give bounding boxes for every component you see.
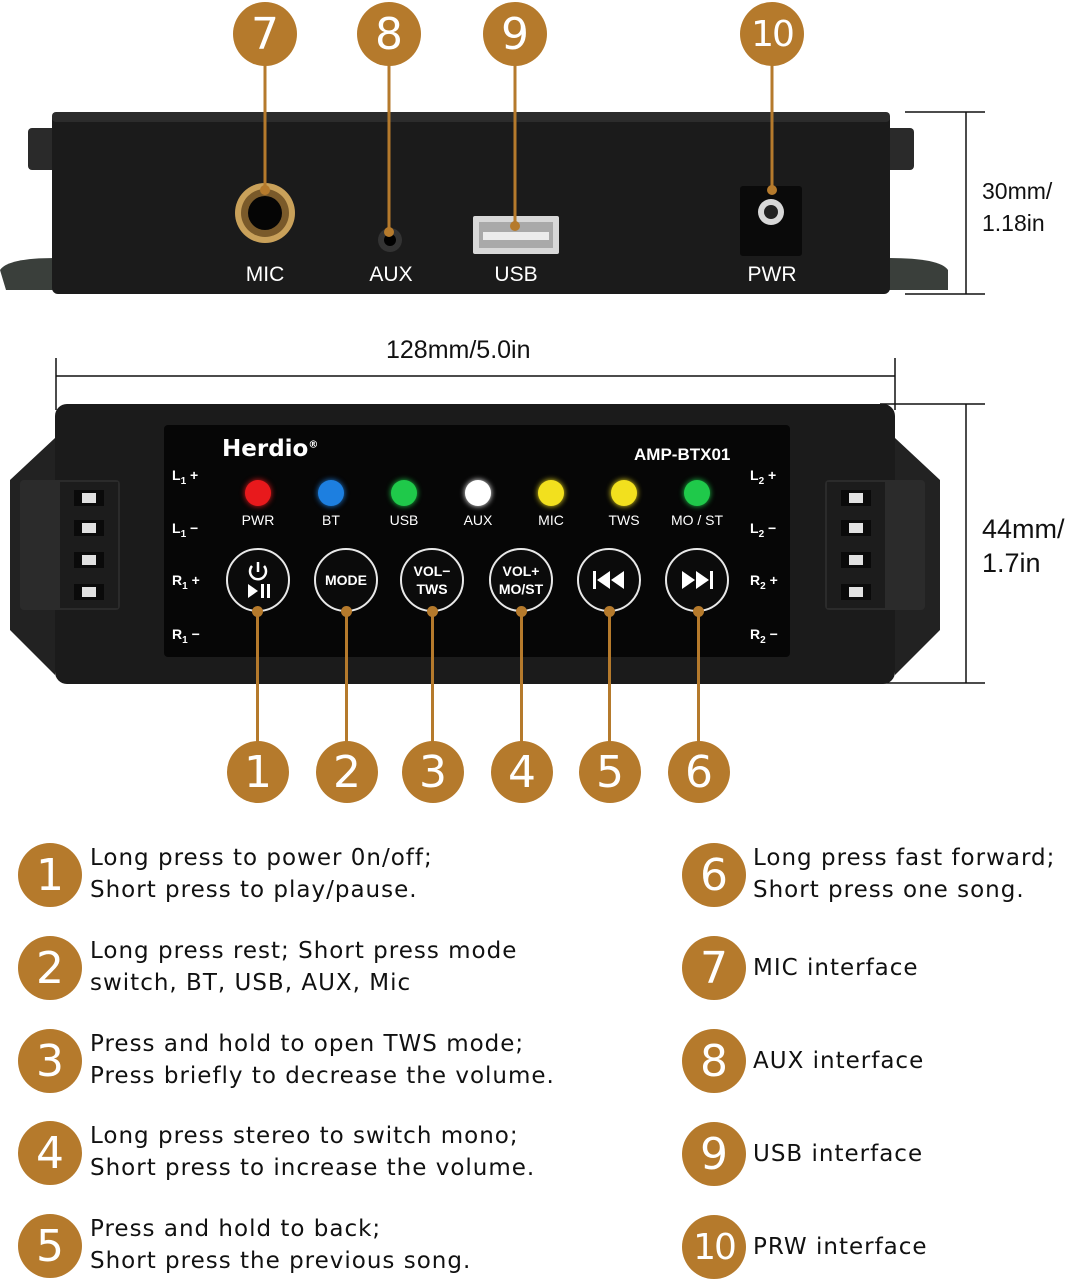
led-tws-indicator: [611, 480, 637, 506]
next-track-button[interactable]: [665, 548, 729, 612]
port-label-usb: USB: [494, 263, 538, 286]
vol-up-most-button[interactable]: VOL+ MO/ST: [489, 548, 553, 612]
width-dimension-label: 128mm/5.0in: [386, 336, 531, 364]
leader-line-1: [256, 612, 259, 742]
top-device-body: [52, 112, 890, 294]
top-left-foot: [28, 128, 58, 170]
led-label-usb: USB: [389, 512, 419, 528]
vol-up-label: VOL+: [502, 563, 540, 579]
leader-line-6: [697, 612, 700, 742]
callout-badge-4: 4: [491, 741, 553, 803]
leader-dot-1: [252, 606, 263, 617]
legend-item-6: Long press fast forward;Short press one …: [753, 845, 1056, 903]
legend-badge-8: 8: [682, 1029, 746, 1093]
legend-item-4: Long press stereo to switch mono;Short p…: [90, 1123, 536, 1181]
most-label: MO/ST: [498, 581, 544, 597]
legend-badge-9: 9: [682, 1122, 746, 1186]
leader-line-5: [608, 612, 611, 742]
led-label-pwr: PWR: [241, 512, 275, 528]
mode-button[interactable]: MODE: [314, 548, 378, 612]
legend-item-9: USB interface: [753, 1141, 924, 1167]
top-height-dimension: 30mm/ 1.18in: [982, 178, 1053, 236]
leader-line-2: [345, 612, 348, 742]
led-label-mic: MIC: [538, 512, 564, 528]
led-label-bt: BT: [322, 512, 340, 528]
front-height-dimension: 44mm/ 1.7in: [982, 514, 1065, 578]
legend-item-7: MIC interface: [753, 955, 919, 981]
legend-badge-5: 5: [18, 1214, 82, 1278]
led-bt-indicator: [318, 480, 344, 506]
leader-line-4: [520, 612, 523, 742]
callout-badge-5: 5: [579, 741, 641, 803]
top-right-base: [888, 258, 948, 290]
power-play-pause-button[interactable]: [226, 548, 290, 612]
tws-label: TWS: [416, 581, 448, 597]
callout-badge-6: 6: [668, 741, 730, 803]
led-label-most: MO / ST: [670, 512, 724, 528]
legend-badge-2: 2: [18, 936, 82, 1000]
previous-track-icon: [593, 571, 624, 589]
vol-down-tws-button[interactable]: VOL− TWS: [400, 548, 464, 612]
terminal-label-r1-minus: R1 −: [172, 626, 200, 646]
brand-logo: Herdio®: [222, 436, 319, 462]
leader-line-3: [431, 612, 434, 742]
callout-badge-9: 9: [483, 2, 547, 66]
port-label-pwr: PWR: [747, 263, 797, 286]
leader-dot-5: [604, 606, 615, 617]
legend-badge-7: 7: [682, 936, 746, 1000]
vol-down-label: VOL−: [413, 563, 451, 579]
led-most-indicator: [684, 480, 710, 506]
led-label-tws: TWS: [608, 512, 640, 528]
terminal-label-r2-plus: R2 +: [750, 572, 778, 592]
port-label-aux: AUX: [369, 263, 413, 286]
legend-item-10: PRW interface: [753, 1234, 928, 1260]
legend-item-8: AUX interface: [753, 1048, 925, 1074]
callout-badge-2: 2: [316, 741, 378, 803]
top-right-foot: [886, 128, 914, 170]
led-mic-indicator: [538, 480, 564, 506]
legend-badge-3: 3: [18, 1029, 82, 1093]
led-aux-indicator: [465, 480, 491, 506]
terminal-label-l1-minus: L1 −: [172, 520, 199, 540]
terminal-label-l2-minus: L2 −: [750, 520, 777, 540]
power-play-pause-icon: [248, 562, 270, 598]
terminal-label-l1-plus: L1 +: [172, 467, 199, 487]
callout-badge-8: 8: [357, 2, 421, 66]
port-label-mic: MIC: [245, 263, 285, 286]
leader-dot-3: [427, 606, 438, 617]
callout-badge-1: 1: [227, 741, 289, 803]
led-label-aux: AUX: [463, 512, 493, 528]
callout-badge-10: 10: [740, 2, 804, 66]
callout-badge-7: 7: [233, 2, 297, 66]
legend-item-5: Press and hold to back;Short press the p…: [90, 1216, 472, 1274]
top-view-device: [0, 64, 985, 295]
leader-dot-2: [341, 606, 352, 617]
legend-badge-1: 1: [18, 843, 82, 907]
led-usb-indicator: [391, 480, 417, 506]
terminal-label-r1-plus: R1 +: [172, 572, 200, 592]
legend-badge-4: 4: [18, 1121, 82, 1185]
legend-item-1: Long press to power 0n/off;Short press t…: [90, 845, 433, 903]
leader-dot-6: [693, 606, 704, 617]
legend-item-3: Press and hold to open TWS mode;Press br…: [90, 1031, 555, 1089]
next-track-icon: [682, 571, 713, 589]
led-pwr-indicator: [245, 480, 271, 506]
previous-track-button[interactable]: [577, 548, 641, 612]
model-label: AMP-BTX01: [634, 445, 731, 464]
leader-dot-4: [516, 606, 527, 617]
callout-badge-3: 3: [402, 741, 464, 803]
legend-badge-6: 6: [682, 843, 746, 907]
mode-button-label: MODE: [325, 572, 367, 588]
terminal-label-l2-plus: L2 +: [750, 467, 777, 487]
legend-badge-10: 10: [682, 1215, 746, 1279]
top-left-base: [0, 258, 55, 290]
terminal-label-r2-minus: R2 −: [750, 626, 778, 646]
